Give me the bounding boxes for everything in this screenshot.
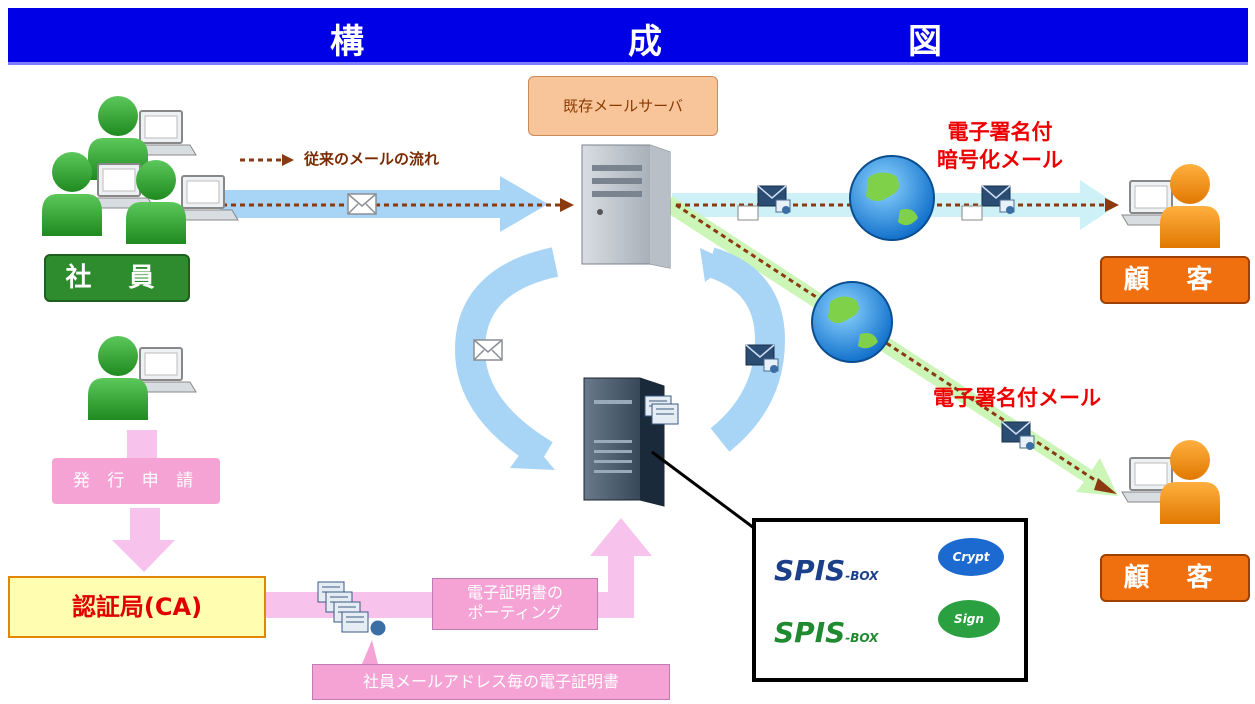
signed-encrypted-mail-label: 電子署名付 暗号化メール xyxy=(937,120,1063,172)
certificate-authority-label: 認証局(CA) xyxy=(8,576,266,638)
globe-icon-2 xyxy=(811,281,893,363)
title-bar: 構 成 図 xyxy=(8,8,1248,65)
small-envelope-icon-2 xyxy=(961,205,983,221)
spis-box-server-icon xyxy=(583,377,679,507)
globe-icon-1 xyxy=(849,155,935,241)
signed-mail-label: 電子署名付メール xyxy=(933,386,1101,410)
certificate-porting-label: 電子証明書の ポーティング xyxy=(432,578,598,630)
title-char-2: 成 xyxy=(628,22,664,62)
issue-request-arrow xyxy=(112,540,175,572)
plain-envelope-icon-2 xyxy=(473,339,503,361)
loop-left-arc xyxy=(454,247,559,468)
dotted-flow-3 xyxy=(675,203,1105,488)
signed-envelope-icon-4 xyxy=(1001,421,1035,451)
plain-envelope-icon-1 xyxy=(347,193,377,215)
small-envelope-icon-1 xyxy=(737,205,759,221)
per-address-certificate-label: 社員メールアドレス毎の電子証明書 xyxy=(312,664,670,700)
customer1-person-icon xyxy=(1121,164,1220,248)
existing-mail-server-label: 既存メールサーバ xyxy=(528,76,718,136)
conventional-flow-label: 従来のメールの流れ xyxy=(304,150,440,168)
issue-request-label: 発 行 申 請 xyxy=(52,458,220,504)
applicant-person-icon xyxy=(88,336,197,420)
employees-label: 社 員 xyxy=(44,254,190,302)
customer2-person-icon xyxy=(1121,440,1220,524)
customer-label-2: 顧 客 xyxy=(1100,554,1250,602)
spis-box-sign-logo: SPIS-BOX xyxy=(774,616,879,649)
callout-line xyxy=(651,450,755,530)
customer-label-1: 顧 客 xyxy=(1100,256,1250,304)
employees-group xyxy=(42,96,239,244)
sign-badge: Sign xyxy=(938,600,1000,638)
product-logo-box: SPIS-BOX Crypt SPIS-BOX Sign xyxy=(752,518,1028,682)
title-char-3: 図 xyxy=(908,22,944,62)
spis-box-crypt-logo: SPIS-BOX xyxy=(774,554,879,587)
existing-mail-server-icon xyxy=(581,144,671,269)
title-char-1: 構 xyxy=(330,22,366,62)
certificate-stack-icon xyxy=(317,581,387,637)
crypt-badge: Crypt xyxy=(938,538,1004,576)
server-to-customer2-arrow xyxy=(666,196,1118,496)
loop-right-arc xyxy=(705,247,786,452)
porting-arrow-head xyxy=(590,518,652,556)
